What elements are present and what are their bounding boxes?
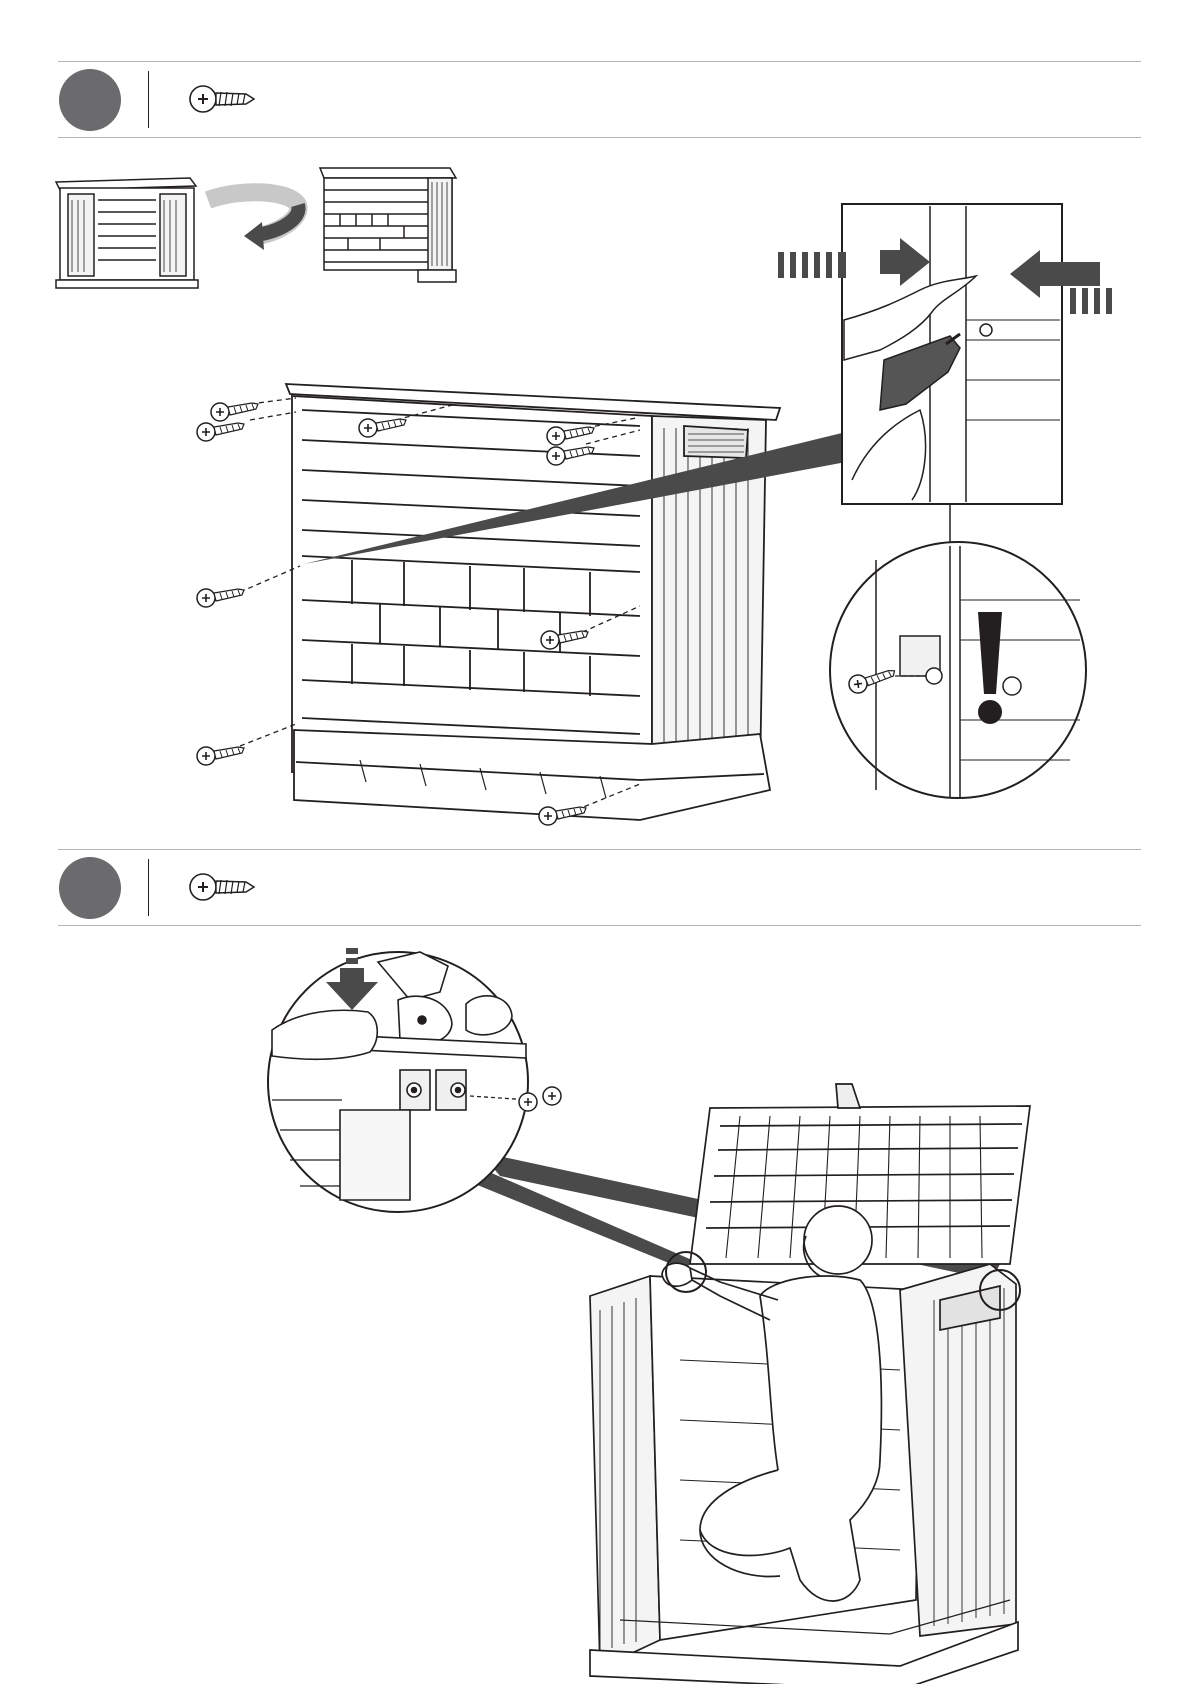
header-separator <box>148 859 149 916</box>
step-header-2 <box>58 849 1141 926</box>
step-number-badge <box>59 857 121 919</box>
person-assembling-shed <box>590 1084 1030 1684</box>
warning-detail-callout <box>830 542 1086 798</box>
shed-back-panel <box>286 384 780 820</box>
screw-icon <box>188 867 258 907</box>
step-1-illustration <box>0 0 1191 860</box>
step-2-illustration <box>0 924 1191 1684</box>
divider <box>58 849 1141 850</box>
shed-back-icon <box>320 168 456 282</box>
shed-rotate-icon <box>56 178 198 288</box>
rotate-arrow-icon <box>208 192 299 250</box>
